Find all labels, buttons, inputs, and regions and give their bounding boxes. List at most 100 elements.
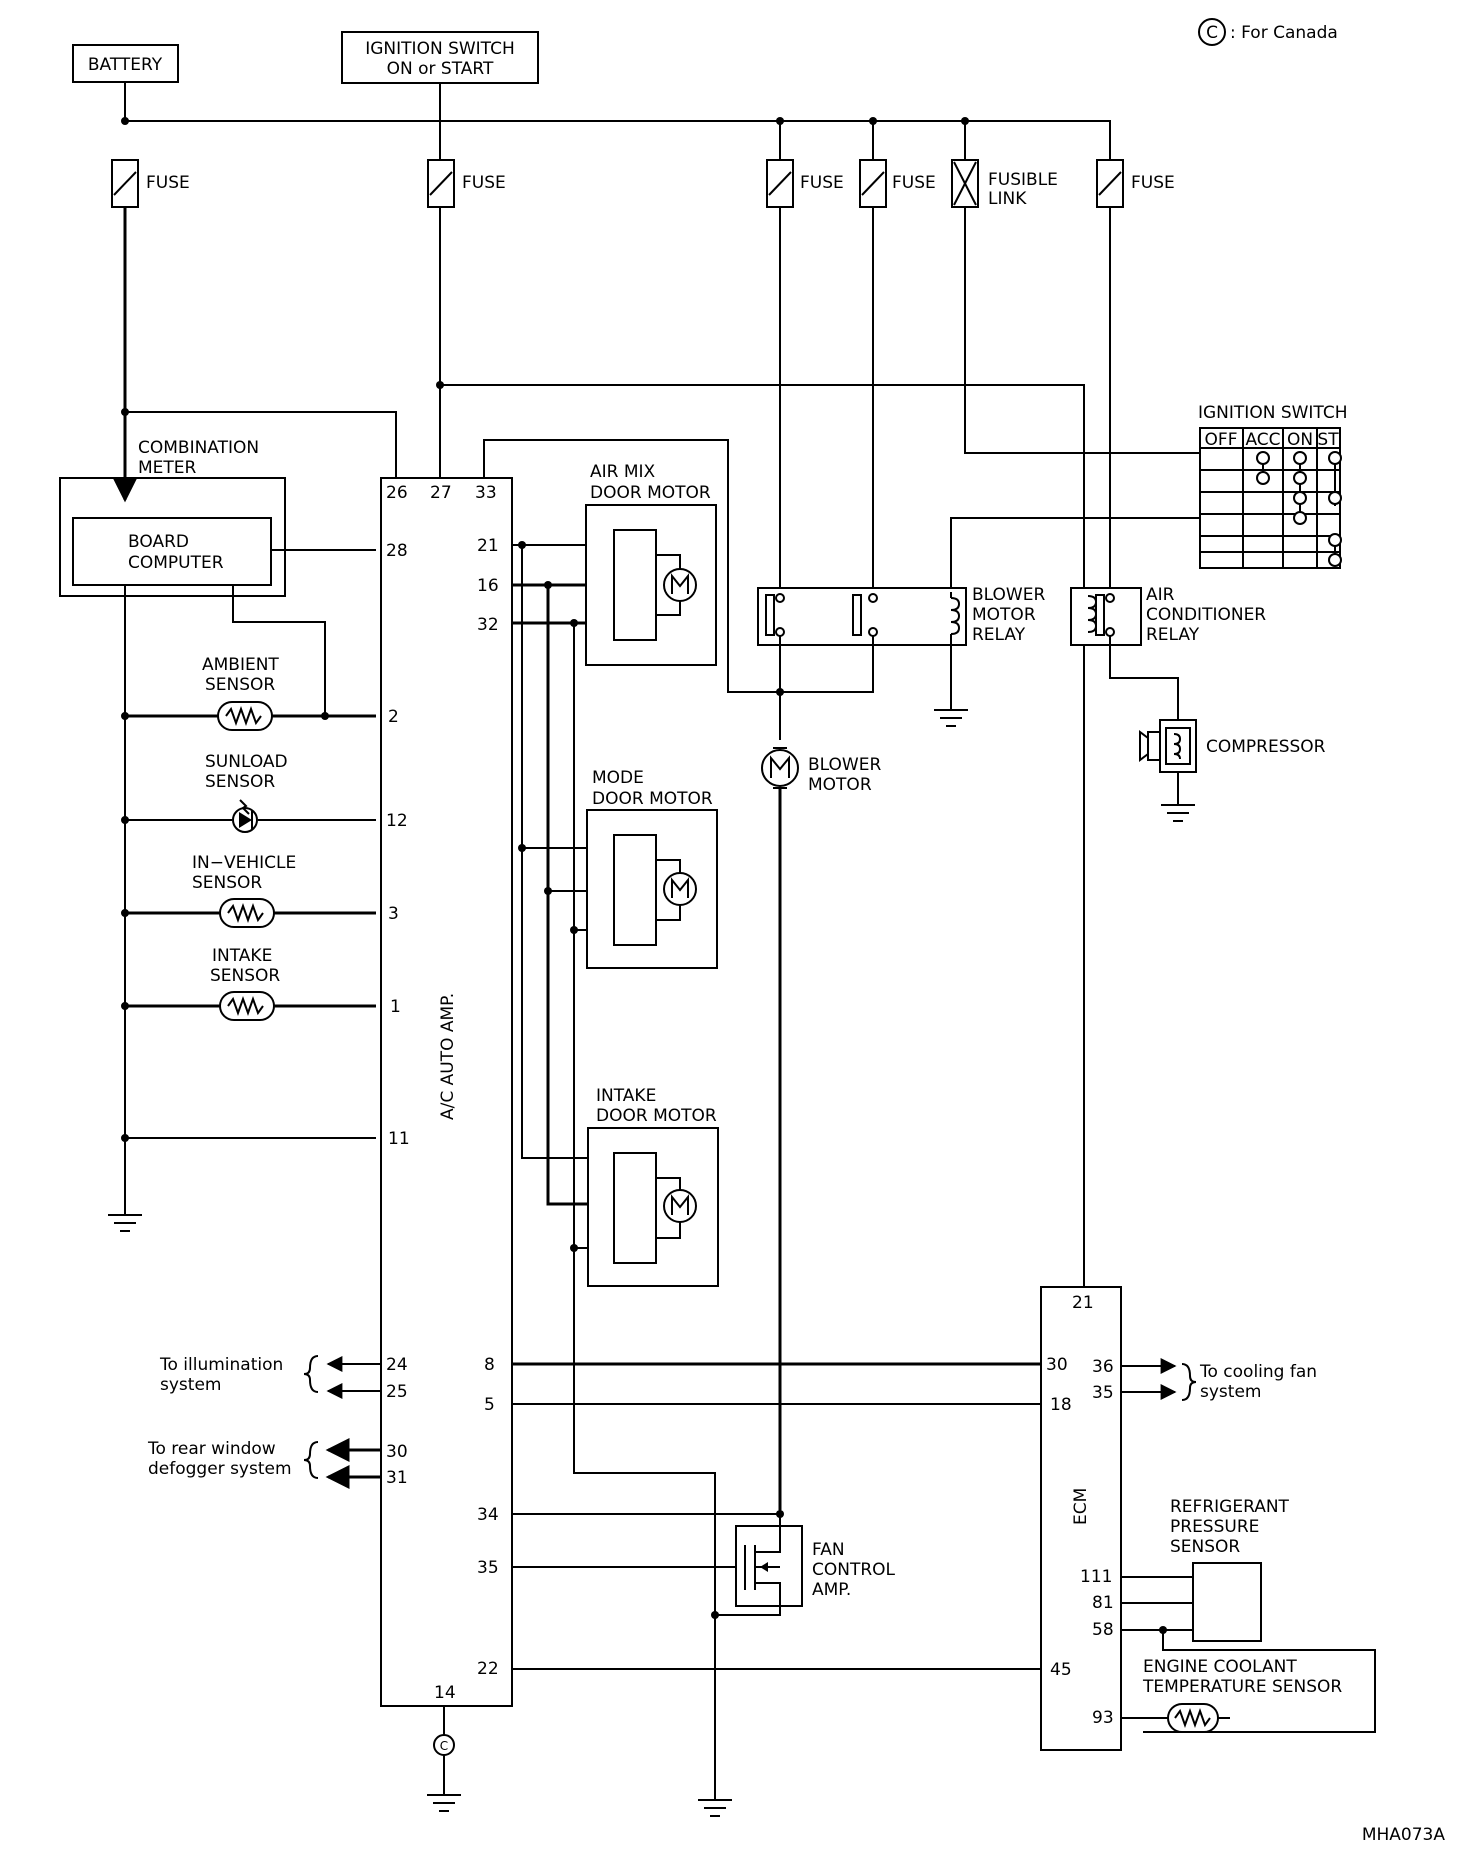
ign-col-on: ON [1287,430,1313,450]
engine-coolant-temperature-sensor: ENGINE COOLANT TEMPERATURE SENSOR [1121,1657,1342,1733]
ecm-pin-35: 35 [1092,1383,1114,1403]
ecm-pin-18: 18 [1050,1395,1072,1415]
mode-door-motor-label-1: MODE [592,768,644,788]
fusible-link-label-2: LINK [988,189,1027,209]
fan-control-amp-label-3: AMP. [812,1580,851,1600]
illumination-outputs: To illumination system [159,1355,381,1399]
to-rear-defogger-label-2: defogger system [148,1459,292,1479]
fuse-label: FUSE [462,173,506,193]
sunload-sensor-label-1: SUNLOAD [205,752,288,772]
to-rear-defogger-label-1: To rear window [147,1439,276,1459]
fuse-label: FUSE [800,173,844,193]
fuse-ignition: FUSE [427,159,506,208]
amp-pin-24: 24 [386,1355,408,1375]
ac-auto-amp-label: A/C AUTO AMP. [438,993,458,1120]
air-mix-door-motor: AIR MIX DOOR MOTOR [585,462,717,666]
fuse-blower-1: FUSE [766,159,844,208]
amp-pin-22: 22 [477,1659,499,1679]
amp-pin-11: 11 [388,1129,410,1149]
amp-pin-33: 33 [475,483,497,503]
intake-sensor-label-2: SENSOR [210,966,280,986]
ecm-pin-111: 111 [1080,1567,1112,1587]
battery-feed-wiring [113,207,1085,1287]
amp-pin-3: 3 [388,904,399,924]
ecm-pin-21: 21 [1072,1293,1094,1313]
amp-pin-31: 31 [386,1468,408,1488]
cooling-fan-outputs: To cooling fan system [1121,1358,1317,1402]
ecm-pin-30: 30 [1046,1355,1068,1375]
to-illumination-label-1: To illumination [159,1355,283,1375]
board-computer-label-1: BOARD [128,532,189,552]
blower-motor-label-1: BLOWER [808,755,881,775]
mode-door-motor-label-2: DOOR MOTOR [592,789,713,809]
amp-pin-30: 30 [386,1442,408,1462]
fuse-label: FUSE [146,173,190,193]
amp-ground-canada: C [427,1706,461,1812]
ambient-sensor-label-2: SENSOR [205,675,275,695]
ambient-sensor-label-1: AMBIENT [202,655,279,675]
battery-bus [121,82,1111,160]
ambient-sensor: AMBIENT SENSOR [125,655,376,731]
ignition-on-start-label-2: ON or START [387,59,494,79]
blower-motor-relay-label-2: MOTOR [972,605,1036,625]
canada-mark: C [1206,23,1218,43]
fusible-link: FUSIBLE LINK [951,159,1058,209]
fan-control-amp: FAN CONTROL AMP. [512,1510,896,1817]
fan-control-amp-label-2: CONTROL [812,1560,896,1580]
in-vehicle-sensor-label-2: SENSOR [192,873,262,893]
amp-pin-28: 28 [386,541,408,561]
amp-pin-32: 32 [477,615,499,635]
in-vehicle-sensor-label-1: IN−VEHICLE [192,853,296,873]
amp-pin-2: 2 [388,707,399,727]
ecm-pin-58: 58 [1092,1620,1114,1640]
amp-pin-21: 21 [477,536,499,556]
intake-sensor: INTAKE SENSOR [125,946,376,1021]
battery-label: BATTERY [88,55,163,75]
combination-meter-label-1: COMBINATION [138,438,259,458]
sunload-sensor-label-2: SENSOR [205,772,275,792]
ecm: ECM 21 30 18 36 35 111 81 58 45 93 [1040,1286,1122,1751]
ecm-pin-93: 93 [1092,1708,1114,1728]
mode-door-motor: MODE DOOR MOTOR [586,768,718,969]
figure-code: MHA073A [1362,1825,1446,1845]
ac-relay-label-3: RELAY [1146,625,1200,645]
ign-col-acc: ACC [1245,430,1280,450]
amp-pin-16: 16 [477,576,499,596]
blower-motor: BLOWER MOTOR [761,747,881,1510]
air-mix-door-motor-label-2: DOOR MOTOR [590,483,711,503]
refrigerant-pressure-sensor-label-1: REFRIGERANT [1170,1497,1290,1517]
fuse-label: FUSE [892,173,936,193]
sunload-sensor: SUNLOAD SENSOR [125,752,376,833]
blower-motor-label-2: MOTOR [808,775,872,795]
canada-legend: C : For Canada [1198,18,1338,46]
compressor: COMPRESSOR [1139,719,1326,822]
in-vehicle-sensor: IN−VEHICLE SENSOR [125,853,376,928]
amp-pin-35: 35 [477,1558,499,1578]
ign-col-off: OFF [1205,430,1238,450]
ign-col-st: ST [1317,430,1339,450]
fuse-label: FUSE [1131,173,1175,193]
amp-pin-26: 26 [386,483,408,503]
blower-motor-relay: BLOWER MOTOR RELAY [757,207,1200,740]
battery: BATTERY [72,44,179,83]
intake-door-motor-label-1: INTAKE [596,1086,656,1106]
intake-door-motor: INTAKE DOOR MOTOR [587,1086,719,1287]
combination-meter: COMBINATION METER BOARD COMPUTER [59,438,376,717]
rear-defogger-outputs: To rear window defogger system [147,1438,381,1489]
amp-pin-12: 12 [386,811,408,831]
combination-meter-label-2: METER [138,458,197,478]
fusible-link-label-1: FUSIBLE [988,170,1058,190]
air-mix-door-motor-label-1: AIR MIX [590,462,656,482]
intake-door-motor-label-2: DOOR MOTOR [596,1106,717,1126]
ac-relay-label-1: AIR [1146,585,1175,605]
ecm-pin-45: 45 [1050,1660,1072,1680]
fuse-ac-relay: FUSE [1096,159,1175,208]
blower-motor-relay-label-1: BLOWER [972,585,1045,605]
board-computer-label-2: COMPUTER [128,553,224,573]
compressor-label: COMPRESSOR [1206,737,1326,757]
amp-pin-1: 1 [390,997,401,1017]
ignition-on-start-label-1: IGNITION SWITCH [365,39,514,59]
amp-pin-27: 27 [430,483,452,503]
amp-pin-25: 25 [386,1382,408,1402]
canada-mark-small: C [440,1739,448,1753]
